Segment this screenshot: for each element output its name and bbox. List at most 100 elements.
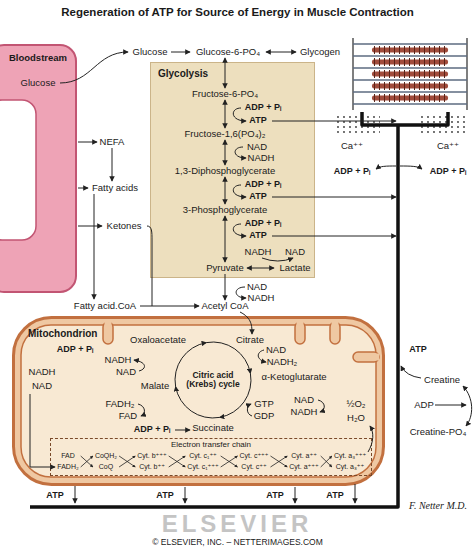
cofactor-label: ATP bbox=[409, 345, 426, 355]
redox-arrow bbox=[221, 456, 238, 467]
carrier-label: Cyt. c₁⁺⁺ bbox=[189, 452, 217, 460]
cofactor-label: ADP + Pᵢ bbox=[134, 425, 170, 435]
compound-label: NEFA bbox=[100, 137, 125, 147]
reaction-arrow bbox=[78, 142, 97, 143]
compound-label: Lactate bbox=[279, 263, 310, 273]
compound-label: Glucose-6-PO₄ bbox=[196, 47, 260, 57]
mitochondrion-outline bbox=[332, 320, 339, 327]
reaction-arrow bbox=[233, 185, 246, 197]
muscle-fibrils bbox=[372, 48, 448, 101]
redox-arrow bbox=[119, 456, 135, 467]
carrier-label: Cyt. a⁺⁺⁺ bbox=[289, 463, 318, 471]
reaction-arrow bbox=[236, 287, 246, 298]
muscle-fibrils bbox=[372, 96, 448, 101]
muscle-fibrils bbox=[353, 103, 467, 104]
region-label: Glucose bbox=[21, 78, 56, 89]
cofactor-label: ADP + Pᵢ bbox=[245, 103, 281, 113]
reaction-arrow bbox=[225, 216, 226, 262]
carrier-label: CoQH₂ bbox=[95, 452, 117, 460]
compound-label: NAD bbox=[294, 395, 314, 405]
carrier-label: FAD bbox=[61, 452, 75, 460]
atp-supply-line bbox=[30, 125, 398, 507]
carrier-label: Cyt. a₃⁺⁺⁺ bbox=[334, 452, 366, 460]
reaction-arrow bbox=[78, 188, 88, 189]
redox-arrow bbox=[270, 456, 287, 467]
reaction-arrow bbox=[225, 177, 226, 204]
mitochondrion-outline bbox=[21, 325, 376, 477]
compound-label: FADH₂ bbox=[105, 399, 134, 409]
compound-label: NADH bbox=[291, 407, 318, 417]
compound-label: 1,3-Diphosphoglycerate bbox=[175, 166, 275, 176]
region-heading: Mitochondrion bbox=[28, 328, 97, 340]
reaction-arrow bbox=[435, 405, 466, 406]
reaction-arrow bbox=[185, 487, 186, 503]
compound-label: Glycogen bbox=[300, 47, 340, 57]
mitochondrion: MitochondrionElectron transfer chain bbox=[12, 316, 385, 486]
compound-label: NAD bbox=[116, 367, 136, 377]
redox-arrow bbox=[270, 456, 287, 467]
compound-label: FAD bbox=[119, 411, 137, 421]
reaction-arrow bbox=[401, 366, 421, 378]
compound-label: Fructose-1,6(PO₄)₂ bbox=[185, 129, 266, 139]
reaction-arrow bbox=[368, 426, 373, 452]
reaction-arrow bbox=[240, 312, 252, 334]
reaction-arrow bbox=[233, 224, 246, 236]
mitochondrion-outline bbox=[371, 354, 379, 361]
mitochondrion-outline bbox=[297, 320, 304, 327]
compound-label: Glucose bbox=[133, 47, 168, 57]
cofactor-label: ATP bbox=[46, 491, 63, 501]
reaction-arrow bbox=[112, 148, 113, 181]
reaction-arrow bbox=[262, 258, 293, 261]
reaction-arrow bbox=[30, 394, 55, 467]
carrier-label: Cyt. a₃⁺⁺ bbox=[336, 463, 365, 471]
mitochondrion-outline bbox=[353, 352, 379, 362]
muscle-fibrils bbox=[374, 70, 446, 78]
bloodstream-region-outline bbox=[0, 45, 76, 292]
compound-label: GDP bbox=[254, 411, 275, 421]
muscle-fibrils bbox=[372, 60, 448, 65]
reaction-arrow bbox=[247, 404, 252, 416]
compound-label: NADH bbox=[248, 153, 275, 163]
redox-arrow bbox=[221, 456, 238, 467]
reaction-arrow bbox=[175, 430, 190, 431]
reaction-arrow bbox=[30, 52, 472, 503]
reaction-arrow bbox=[247, 268, 274, 269]
watermark: ELSEVIER bbox=[162, 511, 313, 537]
compound-label: Fatty acid.CoA bbox=[74, 301, 136, 311]
muscle-fibrils bbox=[372, 72, 448, 77]
compound-label: Creatine-PO₄ bbox=[410, 427, 467, 437]
reaction-arrow bbox=[225, 274, 226, 300]
muscle-fibrils bbox=[353, 55, 467, 56]
muscle-fibrils bbox=[353, 67, 467, 68]
cofactor-label: ATP bbox=[326, 491, 343, 501]
compound-label: NAD bbox=[32, 381, 52, 391]
compound-label: Ca⁺⁺ bbox=[341, 141, 363, 151]
signature: F. Netter M.D. bbox=[409, 500, 467, 511]
reaction-arrow bbox=[225, 100, 226, 128]
compound-label: Fatty acids bbox=[92, 183, 138, 193]
reaction-arrow bbox=[60, 52, 128, 83]
reaction-arrow bbox=[272, 197, 396, 198]
compound-label: 3-Phosphoglycerate bbox=[183, 205, 268, 215]
muscle-fibrils bbox=[353, 43, 467, 44]
reaction-arrow bbox=[225, 140, 226, 165]
reaction-arrow bbox=[376, 166, 396, 169]
cofactor-label: ATP bbox=[249, 116, 266, 126]
muscle-fibrils bbox=[374, 50, 446, 98]
reaction-arrow bbox=[140, 306, 199, 307]
mitochondrion-outline bbox=[14, 318, 384, 485]
compound-label: Ca⁺⁺ bbox=[437, 141, 459, 151]
reaction-arrow bbox=[318, 400, 324, 412]
muscle-fibrils bbox=[374, 46, 446, 54]
compound-label: Succinate bbox=[192, 423, 234, 433]
carrier-label: Cyt. c⁺⁺ bbox=[241, 463, 266, 471]
compound-label: H₂O bbox=[347, 413, 365, 423]
compound-label: Ketones bbox=[107, 221, 142, 231]
reaction-arrow bbox=[147, 226, 152, 306]
muscle-fibrils bbox=[374, 58, 446, 66]
carrier-label: Cyt. a⁺⁺ bbox=[291, 452, 317, 460]
compound-label: NADH bbox=[29, 367, 56, 377]
redox-arrow bbox=[321, 456, 332, 467]
compound-label: ½O₂ bbox=[347, 399, 366, 409]
reaction-arrow bbox=[206, 342, 250, 373]
